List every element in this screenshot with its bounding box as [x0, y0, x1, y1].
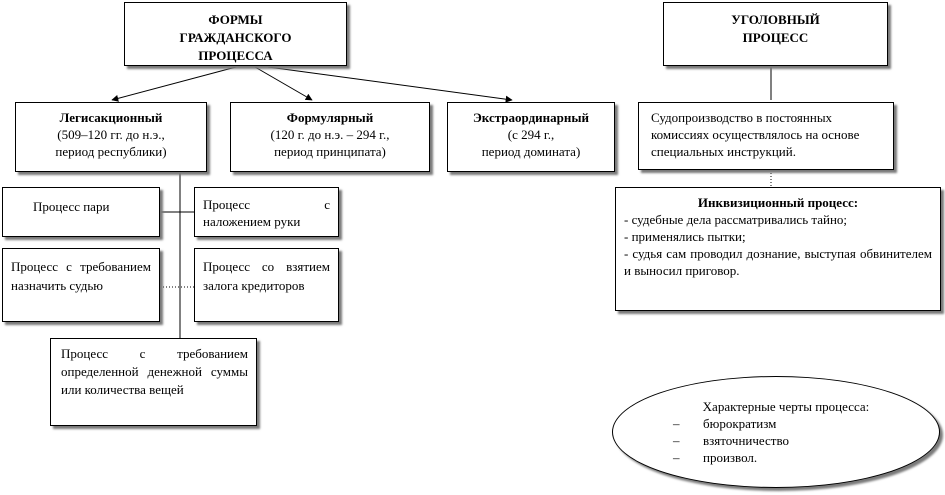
process-judge: Процесс с требованием назначить судью [2, 248, 160, 322]
inquisition-item: - судебные дела рассматривались тайно; [624, 212, 848, 227]
form-formulary: Формулярный (120 г. до н.э. – 294 г., пе… [230, 102, 430, 172]
form-legisaction: Легисакционный (509–120 гг. до н.э., пер… [15, 102, 207, 172]
feature-item: – взяточничество [673, 433, 790, 448]
arrow-to-formulary [254, 66, 313, 101]
features-ellipse: Характерные черты процесса: – бюрократиз… [612, 376, 940, 488]
criminal-process-title: УГОЛОВНЫЙ ПРОЦЕСС [663, 2, 888, 66]
feature-item: – бюрократизм [673, 416, 777, 431]
arrow-to-extraordinary [267, 66, 513, 103]
feature-item: – произвол. [673, 450, 758, 465]
civil-process-title: ФОРМЫ ГРАЖДАНСКОГО ПРОЦЕССА [124, 2, 347, 66]
process-sum: Процесс с требованием определенной денеж… [50, 338, 257, 426]
commissions-box: Судопроизводство в постоянных комиссиях … [638, 102, 894, 170]
process-hand: Процесс с наложением руки [194, 187, 339, 237]
process-pari: Процесс пари [2, 187, 160, 237]
inquisition-title: Инквизиционный процесс: [697, 195, 859, 210]
arrow-to-legisaction [111, 66, 237, 102]
process-pledge: Процесс со взятием залога кредиторов [194, 248, 339, 322]
inquisition-item: - судья сам проводил дознание, выступая … [624, 246, 932, 278]
form-extraordinary: Экстраординарный (с 294 г., период домин… [447, 102, 615, 172]
features-list: – бюрократизм – взяточничество – произво… [673, 415, 939, 466]
inquisition-item: - применялись пытки; [624, 229, 746, 244]
features-title: Характерные черты процесса: [702, 399, 870, 414]
inquisition-box: Инквизиционный процесс: - судебные дела … [615, 187, 941, 311]
